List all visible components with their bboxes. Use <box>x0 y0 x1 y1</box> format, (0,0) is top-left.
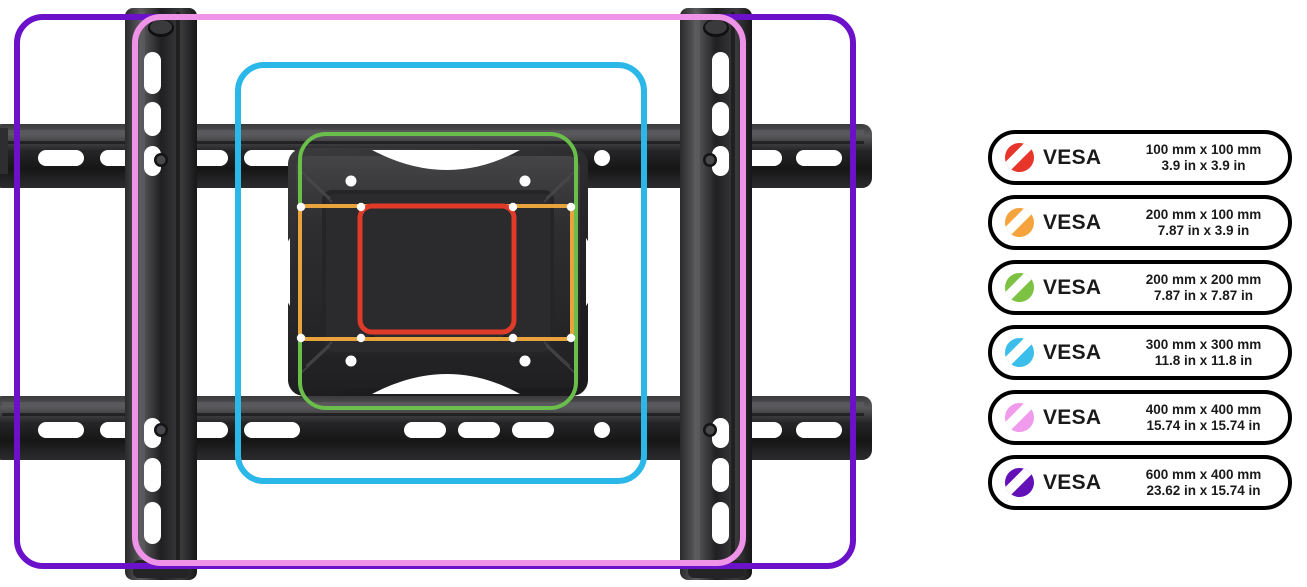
legend-dimension-in: 15.74 in x 15.74 in <box>1146 417 1261 433</box>
legend-label: VESA <box>1043 210 1102 234</box>
vesa-color-swatch-icon <box>1004 467 1035 498</box>
legend-dimensions: 200 mm x 200 mm 7.87 in x 7.87 in <box>1129 272 1278 302</box>
legend-dimensions: 200 mm x 100 mm 7.87 in x 3.9 in <box>1129 207 1278 237</box>
vesa-overlay-400x400 <box>132 14 746 566</box>
legend-label: VESA <box>1043 145 1102 169</box>
legend-item-vesa-600x400[interactable]: VESA 600 mm x 400 mm 23.62 in x 15.74 in <box>988 455 1292 510</box>
legend-label: VESA <box>1043 340 1102 364</box>
plate-screw-holes <box>345 175 531 367</box>
legend-dimension-in: 7.87 in x 3.9 in <box>1157 222 1250 238</box>
mount-arm-left <box>125 8 197 580</box>
legend-item-vesa-400x400[interactable]: VESA 400 mm x 400 mm 15.74 in x 15.74 in <box>988 390 1292 445</box>
legend-label: VESA <box>1043 470 1102 494</box>
legend-dimension-mm: 200 mm x 100 mm <box>1145 207 1262 223</box>
legend-dimensions: 100 mm x 100 mm 3.9 in x 3.9 in <box>1129 142 1278 172</box>
mount-diagram <box>0 8 872 580</box>
vesa-center-plate <box>279 148 597 396</box>
legend-dimension-in: 23.62 in x 15.74 in <box>1146 482 1261 498</box>
legend-dimension-mm: 200 mm x 200 mm <box>1145 272 1262 288</box>
legend-dimensions: 600 mm x 400 mm 23.62 in x 15.74 in <box>1129 467 1278 497</box>
legend-dimension-in: 3.9 in x 3.9 in <box>1161 157 1246 173</box>
vesa-color-swatch-icon <box>1004 142 1035 173</box>
legend-dimension-mm: 300 mm x 300 mm <box>1145 337 1262 353</box>
vesa-legend: VESA 100 mm x 100 mm 3.9 in x 3.9 in VES… <box>988 130 1292 510</box>
vesa-corner-points <box>296 202 576 343</box>
legend-dimension-in: 7.87 in x 7.87 in <box>1153 287 1254 303</box>
mount-rail-bottom <box>0 396 872 460</box>
vesa-overlay-300x300 <box>235 62 647 484</box>
legend-dimension-mm: 600 mm x 400 mm <box>1145 467 1262 483</box>
vesa-overlay-100x100 <box>357 203 517 335</box>
mount-arm-right <box>680 8 752 580</box>
legend-dimension-mm: 400 mm x 400 mm <box>1145 402 1262 418</box>
legend-dimensions: 400 mm x 400 mm 15.74 in x 15.74 in <box>1129 402 1278 432</box>
legend-dimension-in: 11.8 in x 11.8 in <box>1154 352 1253 368</box>
legend-dimension-mm: 100 mm x 100 mm <box>1145 142 1262 158</box>
vesa-color-swatch-icon <box>1004 272 1035 303</box>
legend-item-vesa-300x300[interactable]: VESA 300 mm x 300 mm 11.8 in x 11.8 in <box>988 325 1292 380</box>
legend-item-vesa-200x200[interactable]: VESA 200 mm x 200 mm 7.87 in x 7.87 in <box>988 260 1292 315</box>
legend-item-vesa-100x100[interactable]: VESA 100 mm x 100 mm 3.9 in x 3.9 in <box>988 130 1292 185</box>
vesa-color-swatch-icon <box>1004 402 1035 433</box>
legend-dimensions: 300 mm x 300 mm 11.8 in x 11.8 in <box>1129 337 1278 367</box>
vesa-color-swatch-icon <box>1004 207 1035 238</box>
legend-item-vesa-200x100[interactable]: VESA 200 mm x 100 mm 7.87 in x 3.9 in <box>988 195 1292 250</box>
legend-label: VESA <box>1043 405 1102 429</box>
vesa-color-swatch-icon <box>1004 337 1035 368</box>
legend-label: VESA <box>1043 275 1102 299</box>
